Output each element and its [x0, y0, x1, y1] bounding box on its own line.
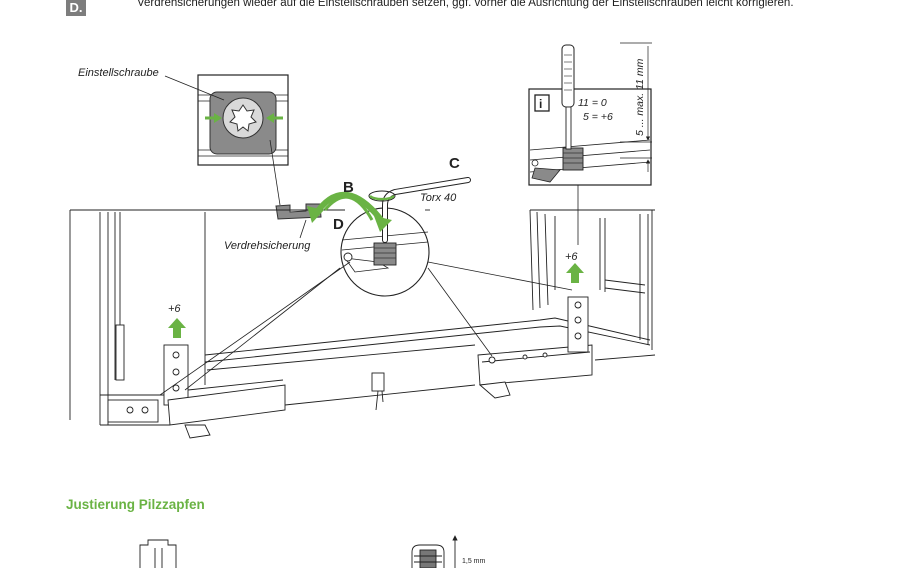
letter-d: D	[333, 216, 344, 233]
torx-wrench-right	[561, 44, 575, 150]
svg-text:i: i	[539, 97, 542, 111]
label-plus6-left: +6	[168, 303, 181, 315]
torx-wrench	[368, 177, 471, 243]
info-line1: 11 = 0	[578, 97, 607, 109]
label-torx: Torx 40	[420, 192, 457, 204]
right-hinge	[477, 296, 593, 399]
torx-icon	[229, 104, 257, 132]
letter-b: B	[343, 179, 354, 196]
bottom-figure-left	[139, 539, 177, 568]
step-instruction: Verdrehsicherungen wieder auf die Einste…	[137, 0, 794, 9]
section-heading: Justierung Pilzzapfen	[66, 497, 205, 512]
left-hinge	[107, 324, 286, 439]
step-badge: D.	[66, 0, 86, 16]
label-verdrehsicherung: Verdrehsicherung	[224, 240, 311, 252]
letter-c: C	[449, 155, 460, 172]
label-plus6-right: +6	[565, 251, 578, 263]
bottom-figure-right	[411, 535, 458, 568]
middle-latch	[371, 372, 385, 411]
arrow-up-icon	[168, 318, 186, 338]
label-range: 5 ... max. 11 mm	[634, 58, 646, 136]
info-line2: 5 = +6	[583, 111, 613, 123]
arrow-up-icon	[566, 263, 584, 283]
label-dimension: 1,5 mm	[462, 558, 486, 565]
magnifier-detail	[340, 207, 430, 297]
label-einstellschraube: Einstellschraube	[78, 67, 159, 79]
curved-arrow-icon	[312, 191, 388, 227]
info-icon	[534, 94, 550, 112]
inset-einstellschraube	[197, 74, 289, 166]
